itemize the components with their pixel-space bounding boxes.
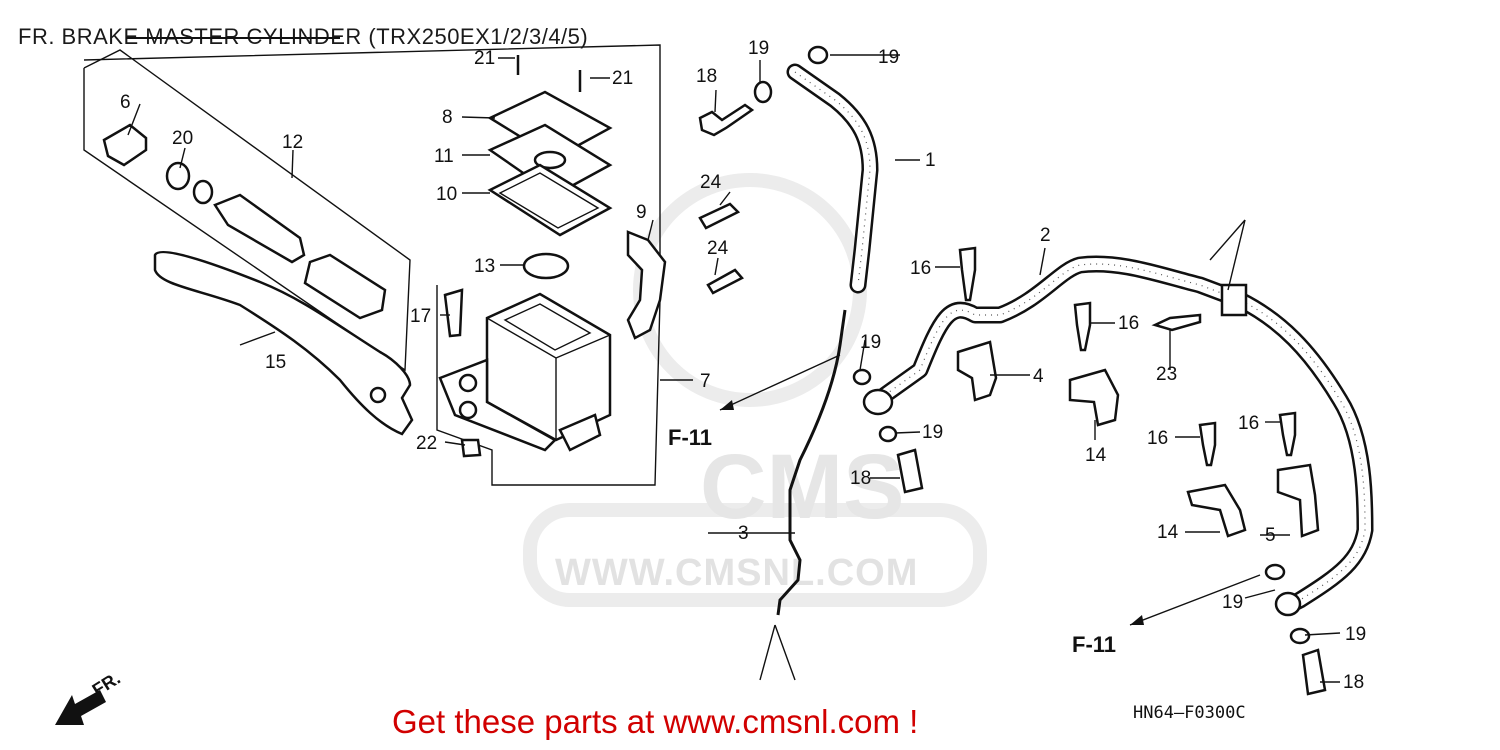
callout-4: 4	[1033, 366, 1044, 387]
callout-19b: 19	[878, 47, 900, 68]
callout-24a: 24	[700, 172, 722, 193]
assembly-outline-left	[83, 49, 411, 372]
callout-14b: 14	[1157, 522, 1179, 543]
callout-7: 7	[700, 371, 711, 392]
callout-16b: 16	[1118, 313, 1140, 334]
watermark-url: WWW.CMSNL.COM	[555, 552, 919, 594]
cta-link-text[interactable]: Get these parts at www.cmsnl.com !	[392, 703, 919, 740]
callout-13: 13	[474, 256, 496, 277]
callout-18a: 18	[696, 66, 718, 87]
callout-24b: 24	[707, 238, 729, 259]
part-14-clamp-b	[1186, 483, 1247, 538]
callout-19d: 19	[922, 422, 944, 443]
callout-8: 8	[442, 107, 453, 128]
part-9-holder	[626, 230, 667, 340]
callout-3: 3	[738, 523, 749, 544]
callout-15: 15	[265, 352, 287, 373]
part-7-master-cylinder-body	[438, 292, 612, 452]
callout-19f: 19	[1345, 624, 1367, 645]
callout-23: 23	[1156, 364, 1178, 385]
callout-22: 22	[416, 433, 438, 454]
callout-16d: 16	[1238, 413, 1260, 434]
callout-6: 6	[120, 92, 131, 113]
callout-19e: 19	[1222, 592, 1244, 613]
part-4-clamp	[956, 340, 998, 402]
callout-18c: 18	[1343, 672, 1365, 693]
part-5-clamp	[1276, 463, 1320, 538]
callout-9: 9	[636, 202, 647, 223]
callout-19a: 19	[748, 38, 770, 59]
callout-14a: 14	[1085, 445, 1107, 466]
diagram-code: HN64—F0300C	[1133, 703, 1246, 723]
callout-10: 10	[436, 184, 458, 205]
part-15-lever	[153, 250, 414, 436]
ref-f11-right: F-11	[1072, 632, 1117, 657]
callout-16c: 16	[1147, 428, 1169, 449]
callout-5: 5	[1265, 525, 1276, 546]
callout-17: 17	[410, 306, 432, 327]
ref-f11-left: F-11	[668, 425, 713, 450]
front-direction-arrow	[55, 690, 106, 725]
callout-12: 12	[282, 132, 304, 153]
title-strike	[126, 37, 341, 39]
part-3-pipe	[776, 309, 847, 616]
part-20-washers	[165, 161, 214, 205]
assembly-outline-master	[83, 44, 661, 486]
callout-21a: 21	[474, 48, 496, 69]
callout-21b: 21	[612, 68, 634, 89]
part-6-boot	[102, 123, 148, 167]
callout-11: 11	[434, 146, 454, 167]
part-13-float	[522, 252, 570, 280]
page-title: FR. BRAKE MASTER CYLINDER (TRX250EX1/2/3…	[18, 24, 589, 49]
callout-16a: 16	[910, 258, 932, 279]
callout-20: 20	[172, 128, 194, 149]
callout-19c: 19	[860, 332, 882, 353]
callout-2: 2	[1040, 225, 1051, 246]
callout-18b: 18	[850, 468, 872, 489]
callout-1: 1	[925, 150, 936, 171]
part-12-piston	[213, 193, 387, 320]
part-14-clamp-a	[1068, 368, 1120, 427]
